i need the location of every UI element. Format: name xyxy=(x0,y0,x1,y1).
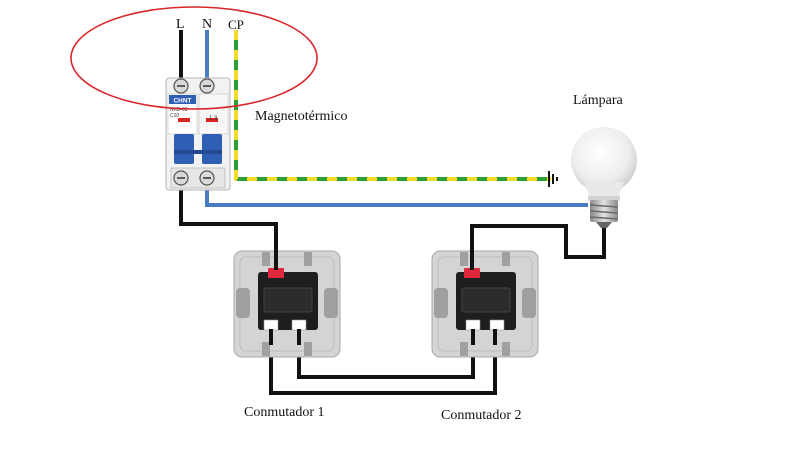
wires xyxy=(179,30,606,395)
terminal-label-protective: CP xyxy=(228,17,244,32)
neutral-wire-to-lamp xyxy=(205,178,588,207)
switched-wire-to-lamp xyxy=(470,224,606,268)
switch-terminal-wires xyxy=(269,250,497,345)
switch-1-caption: Conmutador 1 xyxy=(244,405,325,420)
circuit-breaker-icon xyxy=(165,77,231,191)
earth-wire-stripe xyxy=(234,30,551,181)
two-way-switch-icon xyxy=(431,250,539,358)
lamp-caption: Lámpara xyxy=(573,93,623,108)
earth-ground-icon xyxy=(548,171,558,187)
breaker-caption: Magnetotérmico xyxy=(255,109,348,124)
terminal-label-line: L xyxy=(176,17,185,32)
traveler-wire-1 xyxy=(269,327,497,395)
two-way-switch-icon xyxy=(233,250,341,358)
breaker-pole-mark-2: 3 xyxy=(214,116,218,122)
breaker-pole-mark-1: 1 xyxy=(209,116,213,122)
highlight-ellipse xyxy=(70,6,318,110)
earth-wire xyxy=(234,30,551,181)
breaker-rating: C10 xyxy=(170,113,179,119)
breaker-model: NXB-63 xyxy=(170,107,188,113)
breaker-brand: CHNT xyxy=(173,98,191,105)
light-bulb-icon xyxy=(571,127,637,228)
terminal-label-neutral: N xyxy=(202,17,213,32)
phase-wire-to-switch-1 xyxy=(179,185,278,268)
switch-2-caption: Conmutador 2 xyxy=(441,408,522,423)
